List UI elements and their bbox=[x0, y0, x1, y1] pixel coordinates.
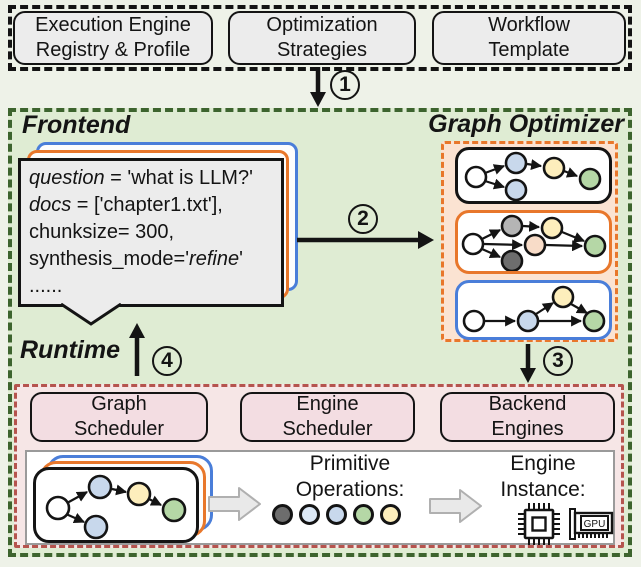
optimization-strategies-box: Optimization Strategies bbox=[228, 11, 416, 65]
graph-node bbox=[542, 156, 566, 180]
box-text-line: Backend bbox=[488, 393, 567, 415]
query-bubble-box bbox=[18, 158, 284, 307]
op-dot-blue bbox=[326, 504, 347, 525]
backend-engines-box: Backend Engines bbox=[440, 392, 615, 442]
arrowhead-icon bbox=[129, 323, 145, 338]
frontend-label: Frontend bbox=[22, 111, 131, 139]
graph-node bbox=[583, 234, 607, 258]
graph-scheduler-box: Graph Scheduler bbox=[30, 392, 208, 442]
op-dot-darkgray bbox=[272, 504, 293, 525]
graph-node bbox=[540, 216, 564, 240]
label-line: Primitive bbox=[309, 452, 391, 475]
graph-node bbox=[551, 285, 575, 309]
candidate-graph-1 bbox=[455, 147, 612, 204]
box-text-line: Registry & Profile bbox=[35, 39, 191, 61]
graph-node bbox=[500, 214, 524, 238]
step-3-down-arrow bbox=[520, 344, 536, 383]
box-text-line: Template bbox=[488, 39, 570, 61]
graph-node bbox=[87, 474, 113, 500]
graph-node bbox=[582, 309, 606, 333]
pipeline-arrow-2 bbox=[429, 489, 482, 523]
graph-node bbox=[161, 497, 187, 523]
primitive-operations-dots bbox=[272, 504, 401, 525]
step-1-down-arrow bbox=[310, 67, 326, 107]
candidate-graph-2 bbox=[455, 210, 612, 274]
workflow-template-box: Workflow Template bbox=[432, 11, 626, 65]
dag-graph bbox=[45, 474, 187, 540]
arrowhead-icon bbox=[418, 231, 434, 249]
graph-node bbox=[516, 309, 540, 333]
op-dot-lightblue bbox=[299, 504, 320, 525]
graph-node bbox=[523, 233, 547, 257]
op-dot-green bbox=[353, 504, 374, 525]
label-line: Operations: bbox=[295, 478, 405, 501]
op-dot-yellow bbox=[380, 504, 401, 525]
dag-graph bbox=[462, 285, 606, 333]
execution-engine-registry-box: Execution Engine Registry & Profile bbox=[13, 11, 213, 65]
box-text-line: Optimization bbox=[266, 14, 378, 36]
graph-node bbox=[464, 165, 488, 189]
graph-optimizer-label: Graph Optimizer bbox=[428, 110, 624, 138]
runtime-label: Runtime bbox=[20, 336, 120, 364]
query-bubble-tail bbox=[60, 303, 122, 326]
graph-node bbox=[504, 178, 528, 202]
dag-graph bbox=[464, 151, 602, 202]
step-3-badge: 3 bbox=[543, 346, 573, 376]
gpu-icon: GPU bbox=[569, 508, 614, 540]
box-text-line: Strategies bbox=[276, 39, 368, 61]
pipeline-arrow-1 bbox=[208, 487, 261, 521]
gpu-text: GPU bbox=[584, 519, 606, 530]
cpu-icon bbox=[518, 503, 560, 545]
graph-node bbox=[578, 167, 602, 191]
step-2-badge: 2 bbox=[348, 204, 378, 234]
exec-graph-box bbox=[33, 467, 199, 543]
block-arrow-icon bbox=[429, 489, 482, 523]
box-text-line: Engine bbox=[296, 393, 359, 415]
box-text-line: Execution Engine bbox=[35, 14, 191, 36]
query-bubble-text: question = 'what is LLM?'docs = ['chapte… bbox=[29, 167, 253, 297]
graph-node bbox=[126, 481, 152, 507]
dag-graph bbox=[461, 214, 607, 273]
box-text-line: Workflow bbox=[488, 14, 570, 36]
box-text-line: Graph bbox=[91, 393, 147, 415]
box-text-line: Scheduler bbox=[282, 418, 373, 440]
step-4-up-arrow bbox=[129, 323, 145, 376]
primitive-operations-label: Primitive Operations: bbox=[275, 451, 425, 503]
arrowhead-icon bbox=[310, 92, 326, 107]
box-text-line: Engines bbox=[491, 418, 564, 440]
step-1-badge: 1 bbox=[330, 70, 360, 100]
candidate-graph-3 bbox=[455, 280, 612, 340]
graph-node bbox=[45, 495, 71, 521]
graph-node bbox=[83, 514, 109, 540]
graph-node bbox=[504, 151, 528, 175]
label-line: Engine bbox=[510, 452, 576, 475]
graph-node bbox=[500, 249, 524, 273]
block-arrow-icon bbox=[208, 487, 261, 521]
graph-node bbox=[461, 232, 485, 256]
step-2-right-arrow bbox=[297, 231, 434, 249]
box-text-line: Scheduler bbox=[73, 418, 165, 440]
engine-scheduler-box: Engine Scheduler bbox=[240, 392, 415, 442]
arrowhead-icon bbox=[520, 368, 536, 383]
graph-node bbox=[462, 309, 486, 333]
engine-instance-label: Engine Instance: bbox=[478, 451, 608, 503]
label-line: Instance: bbox=[500, 478, 586, 501]
step-4-badge: 4 bbox=[152, 346, 182, 376]
